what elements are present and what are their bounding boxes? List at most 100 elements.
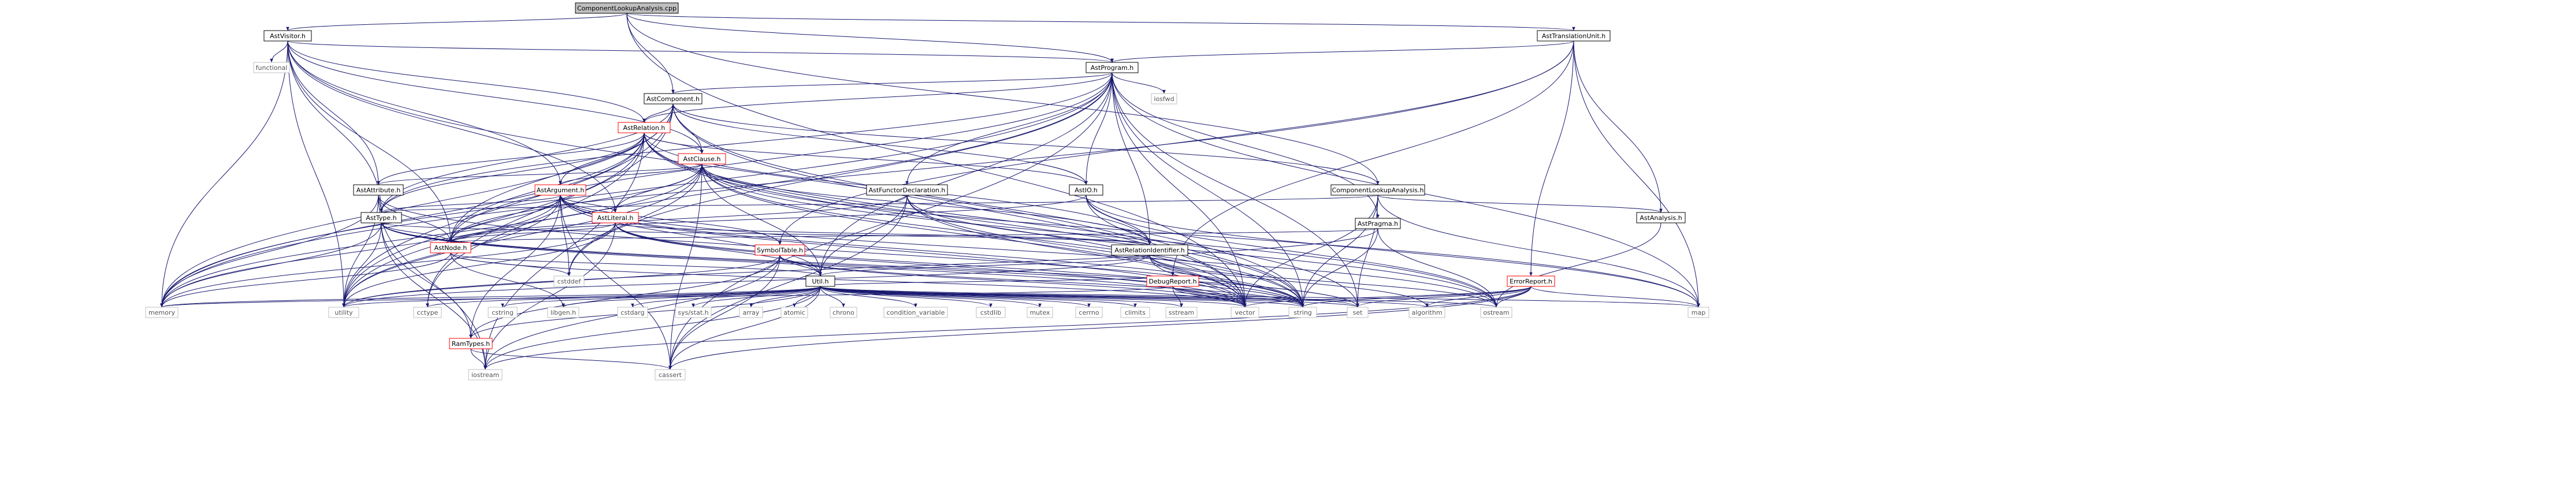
node-box [328, 307, 359, 318]
edge-componentlookupanalysis-h-to-vector [1243, 195, 1378, 308]
edge-componentlookupanalysis-cpp-to-astcomponent-h [626, 13, 675, 94]
node-box [1408, 307, 1445, 318]
edge-componentlookupanalysis-cpp-to-astvisitor-h [286, 13, 627, 31]
node-label: AstFunctorDeclaration.h [869, 187, 946, 194]
node-astrelation-h[interactable]: AstRelation.h [618, 122, 671, 133]
node-astfunctordeclaration-h[interactable]: AstFunctorDeclaration.h [866, 184, 948, 196]
node-astattribute-h[interactable]: AstAttribute.h [353, 184, 404, 196]
edge-astio-h-to-ostream [1086, 195, 1498, 308]
edge-errorreport-h-to-set [1356, 286, 1532, 308]
node-box [145, 307, 179, 318]
node-label: AstIO.h [1075, 187, 1098, 194]
edge-astclause-h-to-ostream [701, 163, 1498, 308]
node-box [253, 62, 290, 73]
edge-astvisitor-h-to-astargument-h [287, 40, 562, 185]
edge-astargument-h-to-cstddef [560, 195, 571, 277]
node-astvisitor-h[interactable]: AstVisitor.h [263, 30, 312, 42]
node-label: condition_variable [887, 309, 945, 316]
edge-astrelationidentifier-h-to-ostream [1149, 255, 1498, 308]
node-string: string [1288, 307, 1317, 318]
node-label: memory [148, 309, 175, 316]
node-astliteral-h[interactable]: AstLiteral.h [592, 212, 639, 223]
edge-astliteral-h-to-memory [160, 222, 616, 308]
node-label: AstRelationIdentifier.h [1114, 247, 1184, 254]
node-mutex: mutex [1027, 307, 1053, 318]
node-astprogram-h[interactable]: AstProgram.h [1086, 62, 1139, 73]
edge-astprogram-h-to-iosfwd [1112, 72, 1166, 94]
node-componentlookupanalysis-h[interactable]: ComponentLookupAnalysis.h [1330, 184, 1425, 196]
edge-asttranslationunit-h-to-errorreport-h [1529, 40, 1574, 277]
node-astcomponent-h[interactable]: AstComponent.h [644, 93, 702, 105]
node-util-h[interactable]: Util.h [805, 275, 835, 287]
edge-util-h-to-ostream [820, 286, 1498, 308]
edge-astio-h-to-string [1086, 195, 1304, 308]
edge-errorreport-h-to-string [1301, 286, 1532, 308]
node-chrono: chrono [830, 307, 857, 318]
node-label: AstAttribute.h [356, 187, 401, 194]
node-box [468, 369, 503, 381]
edge-astclause-h-to-utility [342, 163, 702, 308]
edge-astio-h-to-map [1086, 195, 1700, 308]
node-box [1347, 307, 1369, 318]
edge-astprogram-h-to-memory [160, 72, 1113, 308]
edge-util-h-to-array [749, 286, 821, 308]
node-sys-stat-h: sys/stat.h [675, 307, 712, 318]
node-ramtypes-h[interactable]: RamTypes.h [449, 338, 493, 349]
edge-astpragma-h-to-string [1301, 228, 1378, 308]
edge-astvisitor-h-to-memory [160, 40, 288, 308]
edge-asttranslationunit-h-to-debugreport-h [1171, 40, 1574, 277]
edge-astnode-h-to-util-h [450, 252, 822, 277]
edge-astrelation-h-to-astattribute-h [377, 132, 645, 185]
node-astio-h[interactable]: AstIO.h [1069, 184, 1103, 196]
edge-astrelation-h-to-vector [644, 132, 1247, 308]
edge-astvisitor-h-to-astclause-h [287, 40, 704, 154]
edge-astliteral-h-to-string [615, 222, 1304, 308]
node-label: RamTypes.h [452, 340, 490, 348]
node-box [575, 2, 679, 14]
edge-ramtypes-h-to-cassert [470, 348, 672, 370]
edge-util-h-to-cstring [501, 286, 821, 308]
edge-util-h-to-condition-variable [820, 286, 917, 308]
edge-astvisitor-h-to-functional [270, 40, 288, 63]
node-condition-variable: condition_variable [883, 307, 948, 318]
edge-astprogram-h-to-astfunctordeclaration-h [905, 72, 1113, 185]
edge-componentlookupanalysis-cpp-to-vector [626, 13, 1247, 308]
node-astpragma-h[interactable]: AstPragma.h [1355, 218, 1401, 229]
node-debugreport-h[interactable]: DebugReport.h [1146, 275, 1199, 287]
node-box [1355, 218, 1401, 229]
node-label: cctype [417, 309, 438, 316]
node-astclause-h[interactable]: AstClause.h [678, 153, 726, 165]
edge-astclause-h-to-memory [160, 163, 702, 308]
node-label: array [743, 309, 760, 316]
node-box [360, 212, 402, 223]
node-astargument-h[interactable]: AstArgument.h [534, 184, 586, 196]
edge-astcomponent-h-to-cctype [426, 103, 674, 308]
edge-astprogram-h-to-utility [342, 72, 1113, 308]
node-asttype-h[interactable]: AstType.h [360, 212, 402, 223]
node-label: chrono [832, 309, 854, 316]
edge-astfunctordeclaration-h-to-cassert [668, 195, 908, 370]
node-label: AstType.h [366, 214, 396, 222]
node-astanalysis-h[interactable]: AstAnalysis.h [1636, 212, 1686, 223]
edge-componentlookupanalysis-h-to-astanalysis-h [1377, 195, 1663, 213]
node-asttranslationunit-h[interactable]: AstTranslationUnit.h [1537, 30, 1611, 42]
node-label: vector [1235, 309, 1255, 316]
node-astrelationidentifier-h[interactable]: AstRelationIdentifier.h [1111, 244, 1188, 256]
edge-astliteral-h-to-astargument-h [559, 195, 616, 213]
node-label: atomic [783, 309, 805, 316]
node-label: ostream [1483, 309, 1509, 316]
node-astnode-h[interactable]: AstNode.h [430, 242, 471, 253]
node-climits: climits [1120, 307, 1150, 318]
node-symboltable-h[interactable]: SymbolTable.h [754, 244, 805, 256]
edge-asttype-h-to-astrelationidentifier-h [381, 222, 1151, 245]
edge-astclause-h-to-astrelationidentifier-h [701, 163, 1151, 245]
node-label: cstdlib [980, 309, 1001, 316]
node-errorreport-h[interactable]: ErrorReport.h [1507, 275, 1555, 287]
edge-asttype-h-to-utility [342, 222, 382, 308]
edge-astrelation-h-to-cctype [426, 132, 645, 308]
edge-astprogram-h-to-astrelation-h [642, 72, 1113, 123]
node-box [1146, 275, 1199, 287]
edge-util-h-to-sstream [820, 286, 1183, 308]
edge-util-h-to-libgen-h [562, 286, 821, 308]
node-box [413, 307, 442, 318]
